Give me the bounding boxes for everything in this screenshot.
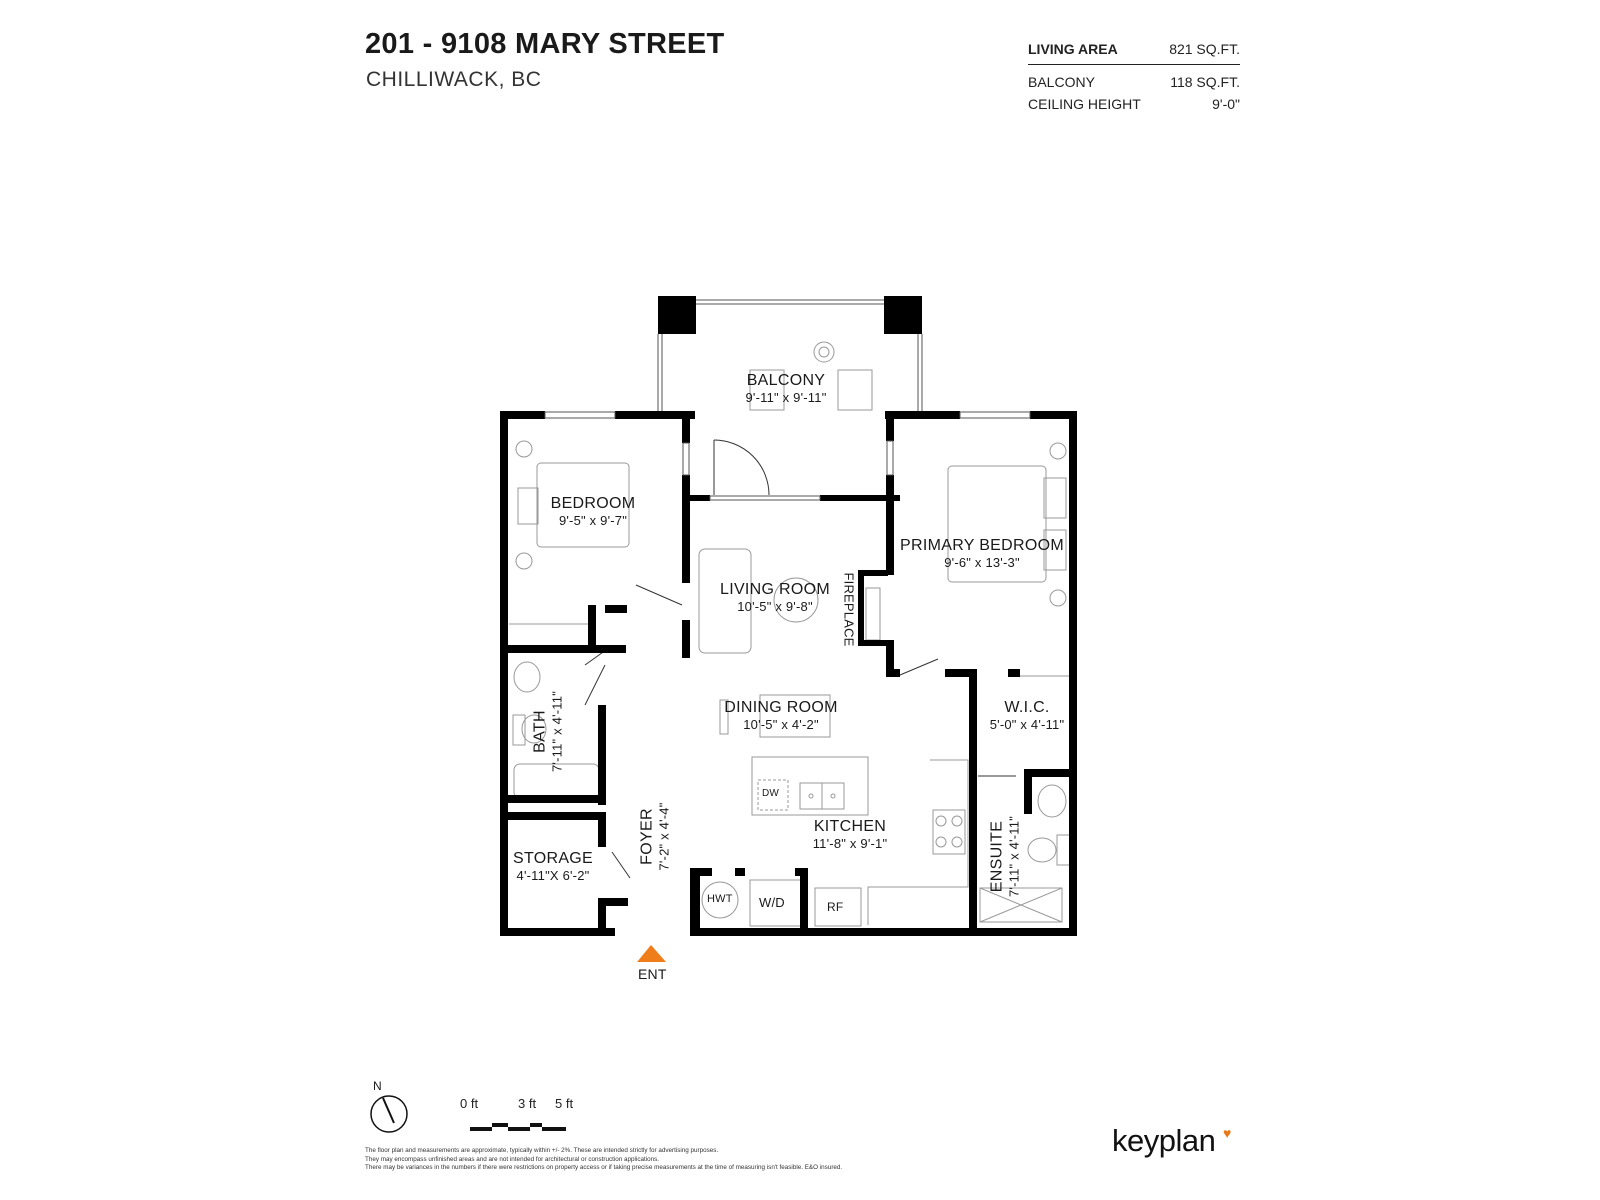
room-name: BATH [531,710,549,753]
area-label: BALCONY [1028,74,1095,90]
room-storage: STORAGE 4'-11"X 6'-2" [508,850,598,883]
page-subtitle: CHILLIWACK, BC [366,68,542,91]
room-dims: 10'-5" x 9'-8" [737,599,813,614]
room-name: BALCONY [746,372,826,389]
disclaimer-line: There may be variances in the numbers if… [365,1164,843,1172]
disclaimer-line: The floor plan and measurements are appr… [365,1147,719,1154]
room-bath: BATH 7'-11" x 4'-11" [532,667,565,797]
north-label: N [373,1079,382,1093]
room-primary-bedroom: PRIMARY BEDROOM 9'-6" x 13'-3" [894,537,1070,570]
room-name: W.I.C. [1004,699,1050,716]
area-label: LIVING AREA [1028,41,1118,57]
north-arrow-icon [370,1095,408,1133]
area-value: 821 SQ.FT. [1169,41,1240,57]
room-name: LIVING ROOM [720,581,830,598]
room-name: BEDROOM [550,495,636,512]
room-bedroom: BEDROOM 9'-5" x 9'-7" [518,495,668,528]
scale-label-3: 3 ft [518,1096,537,1111]
scale-label-5: 5 ft [555,1096,574,1111]
room-name: KITCHEN [813,818,887,835]
area-row-living: LIVING AREA 821 SQ.FT. [1028,38,1240,65]
room-dims: 9'-11" x 9'-11" [745,390,827,405]
scale-bar [470,1123,566,1131]
brand-mark-icon: ♥ [1223,1125,1232,1141]
room-living: LIVING ROOM 10'-5" x 9'-8" [700,581,850,614]
room-name: FOYER [638,808,656,865]
room-dims: 9'-5" x 9'-7" [558,513,628,528]
room-ensuite: ENSUITE 7'-11" x 4'-11" [989,797,1022,917]
disclaimer-line: They may encompass unfinished areas and … [365,1155,660,1163]
room-dims: 5'-0" x 4'-11" [989,717,1065,732]
room-kitchen: KITCHEN 11'-8" x 9'-1" [785,818,915,851]
room-balcony: BALCONY 9'-11" x 9'-11" [716,372,856,405]
dishwasher-label: DW [762,788,780,799]
area-row-ceiling: CEILING HEIGHT 9'-0" [1028,93,1240,115]
washer-dryer-label: W/D [759,895,785,910]
area-value: 118 SQ.FT. [1170,74,1240,90]
room-dining: DINING ROOM 10'-5" x 4'-2" [706,699,856,732]
entrance-marker-icon [637,945,666,962]
windows [544,299,1031,501]
area-value: 9'-0" [1212,96,1240,112]
room-wic: W.I.C. 5'-0" x 4'-11" [976,699,1078,732]
room-dims: 7'-2" x 4'-4" [656,802,672,871]
room-name: ENSUITE [988,820,1006,893]
room-dims: 7'-11" x 4'-11" [549,690,565,773]
fixtures [509,341,1072,927]
room-dims: 7'-11" x 4'-11" [1006,815,1022,898]
refrigerator-label: RF [827,900,844,914]
room-name: PRIMARY BEDROOM [900,537,1064,554]
room-name: STORAGE [512,850,594,867]
area-row-balcony: BALCONY 118 SQ.FT. [1028,71,1240,93]
room-foyer: FOYER 7'-2" x 4'-4" [639,772,672,902]
area-label: CEILING HEIGHT [1028,96,1141,112]
hot-water-tank-label: HWT [707,893,733,905]
page-title: 201 - 9108 MARY STREET [365,28,725,60]
area-summary: LIVING AREA 821 SQ.FT. BALCONY 118 SQ.FT… [1028,38,1240,115]
room-dims: 4'-11"X 6'-2" [516,868,590,883]
brand-logo: keyplan [1112,1123,1216,1158]
room-dims: 10'-5" x 4'-2" [743,717,819,732]
room-fireplace: FIREPLACE [841,572,857,647]
scale-label-0: 0 ft [460,1096,479,1111]
walls [500,296,1077,936]
room-dims: 9'-6" x 13'-3" [944,555,1020,570]
room-name: DINING ROOM [724,699,838,716]
room-dims: 11'-8" x 9'-1" [812,836,888,851]
disclaimer: The floor plan and measurements are appr… [365,1147,985,1173]
entrance-label: ENT [638,966,667,982]
